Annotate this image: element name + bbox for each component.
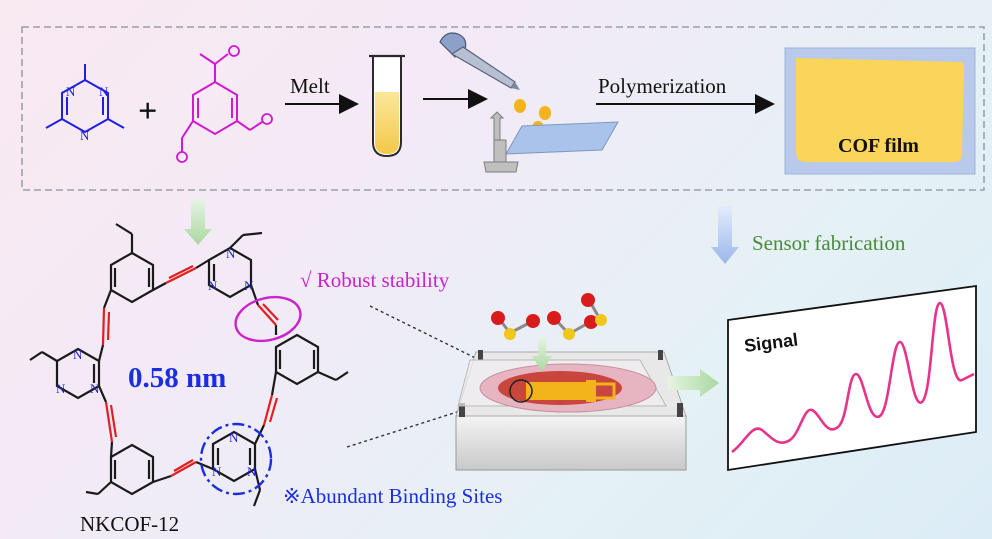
cof-n-5: N xyxy=(56,381,66,396)
plus-sign: + xyxy=(138,93,157,130)
robust-stability-label: √ Robust stability xyxy=(300,268,450,292)
cof-n-8: N xyxy=(212,464,222,479)
oxygen-left xyxy=(176,151,188,163)
cof-n-1: N xyxy=(226,246,236,261)
test-tube xyxy=(369,54,405,158)
cof-n-2: N xyxy=(244,278,254,293)
cof-film xyxy=(796,58,964,162)
triazine-n-top-right: N xyxy=(99,84,109,99)
binding-sites-label: ※Abundant Binding Sites xyxy=(283,484,502,508)
cof-n-6: N xyxy=(90,381,100,396)
sensor-device xyxy=(455,337,687,471)
pipette-icon xyxy=(439,32,520,90)
signal-curve xyxy=(731,301,975,454)
trimethyltriazine-molecule xyxy=(45,64,125,134)
down-arrow-green xyxy=(184,199,212,245)
cof-nitrogen-labels: N N N N N N N N N xyxy=(56,246,257,479)
cof-n-7: N xyxy=(229,430,239,445)
melt-label: Melt xyxy=(290,74,330,98)
oxygen-top xyxy=(228,45,240,57)
oxygen-right xyxy=(261,113,273,125)
substrate-plate xyxy=(505,121,619,155)
down-arrow-blue xyxy=(711,206,739,264)
nkcof-12-structure xyxy=(29,223,349,507)
triazine-n-bottom: N xyxy=(80,128,90,143)
triazine-n-top-left: N xyxy=(66,84,76,99)
cof-name-label: NKCOF-12 xyxy=(80,512,179,536)
cof-film-label: COF film xyxy=(838,135,919,157)
pore-size-label: 0.58 nm xyxy=(128,362,226,394)
sensor-fabrication-label: Sensor fabrication xyxy=(752,231,906,255)
right-arrow-green xyxy=(668,369,719,397)
polymerization-label: Polymerization xyxy=(598,74,727,98)
cof-n-3: N xyxy=(208,278,218,293)
trialdehyde-molecule xyxy=(181,53,263,152)
substrate-stand xyxy=(483,111,519,173)
synthesis-panel xyxy=(21,26,985,191)
binding-site-highlight-circle xyxy=(199,422,273,496)
gas-molecules xyxy=(491,293,607,340)
stability-highlight-ellipse xyxy=(234,295,302,343)
cof-n-9: N xyxy=(247,464,257,479)
vinylene-linkages xyxy=(101,265,279,477)
cof-n-4: N xyxy=(73,347,83,362)
